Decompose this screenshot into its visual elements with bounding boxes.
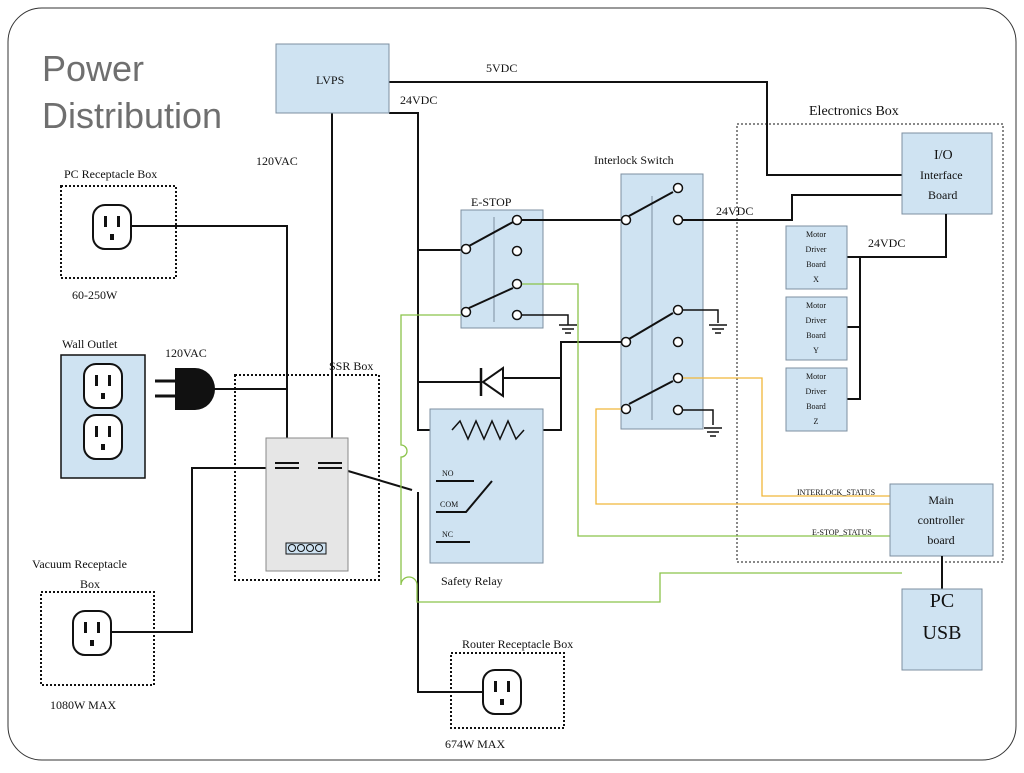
- wire-24vdc-estop: [389, 112, 463, 251]
- svg-text:Board: Board: [806, 331, 826, 340]
- ssr-box-outline: [234, 374, 380, 581]
- relay-no-label: NO: [442, 469, 454, 478]
- svg-text:Board: Board: [806, 402, 826, 411]
- svg-text:Motor: Motor: [806, 230, 826, 239]
- receptacle-icon: [83, 363, 123, 409]
- safety-relay-label: Safety Relay: [441, 574, 503, 588]
- io-label-1: I/O: [934, 148, 953, 163]
- receptacle-icon: [72, 610, 112, 656]
- pc-receptacle-label: PC Receptacle Box: [64, 167, 157, 181]
- receptacle-icon: [92, 204, 132, 250]
- io-label-3: Board: [928, 188, 957, 202]
- main-controller-box: [889, 483, 994, 557]
- label-24vdc-lvps: 24VDC: [400, 93, 437, 107]
- label-5vdc: 5VDC: [486, 61, 517, 75]
- label-120vac-lvps: 120VAC: [256, 154, 298, 168]
- label-24vdc-motors: 24VDC: [868, 236, 905, 250]
- ssr-box-label: SSR Box: [329, 359, 373, 373]
- svg-text:controller: controller: [918, 513, 965, 527]
- wall-outlet-label: Wall Outlet: [62, 337, 118, 351]
- pc-usb-box: [901, 588, 983, 671]
- router-receptacle-box: [450, 652, 565, 729]
- usb-label: USB: [923, 622, 962, 644]
- ssr-indicator: [285, 542, 327, 555]
- slide-frame: [7, 7, 1017, 761]
- motor-driver-z: [785, 367, 848, 432]
- wire-24vdc-io: [683, 194, 902, 221]
- estop-box: [460, 209, 544, 329]
- pc-power-label: 60-250W: [72, 288, 118, 302]
- estop-status-label: E-STOP_STATUS: [812, 528, 872, 537]
- lvps-box: [275, 43, 390, 114]
- wire-pc-ssr: [132, 225, 288, 463]
- motor-driver-x: [785, 225, 848, 290]
- svg-text:Main: Main: [928, 493, 953, 507]
- electronics-box-label: Electronics Box: [809, 104, 899, 119]
- vacuum-label-2: Box: [80, 577, 100, 591]
- wire-5vdc: [389, 81, 902, 176]
- svg-text:Driver: Driver: [806, 245, 827, 254]
- wire-interlock-status-2: [595, 408, 902, 505]
- svg-text:Motor: Motor: [806, 301, 826, 310]
- svg-text:Motor: Motor: [806, 372, 826, 381]
- relay-com-label: COM: [440, 500, 458, 509]
- io-label-2: Interface: [920, 168, 963, 182]
- vacuum-receptacle-box: [40, 591, 155, 686]
- wire-24vdc-relay: [417, 250, 455, 431]
- svg-text:Board: Board: [806, 260, 826, 269]
- wire-estop-green-loop: [400, 314, 902, 603]
- ground-icon: [558, 324, 578, 334]
- wire-estop-status: [522, 283, 902, 537]
- wire-vacuum: [112, 467, 281, 633]
- receptacle-icon: [83, 414, 123, 460]
- electronics-box-outline: [736, 123, 1004, 563]
- interlock-label: Interlock Switch: [594, 153, 674, 167]
- label-24vdc-interlock: 24VDC: [716, 204, 753, 218]
- wire-interlock-status: [683, 377, 902, 497]
- title-line-2: Distribution: [42, 95, 222, 136]
- interlock-status-label: INTERLOCK_STATUS: [797, 488, 875, 497]
- svg-text:Driver: Driver: [806, 387, 827, 396]
- plug-voltage-label: 120VAC: [165, 346, 207, 360]
- wire-ssr-relay: [337, 467, 413, 491]
- vacuum-power-label: 1080W MAX: [50, 698, 116, 712]
- diode-icon: [479, 366, 504, 398]
- pc-receptacle-box: [60, 185, 177, 279]
- wire-router: [417, 492, 482, 693]
- svg-text:board: board: [927, 533, 954, 547]
- coil-icon: [451, 419, 525, 441]
- switch-icon: [468, 221, 514, 309]
- ground-icon: [703, 427, 723, 437]
- router-receptacle-label: Router Receptacle Box: [462, 637, 573, 651]
- wire-motor-bus: [847, 257, 861, 400]
- pc-label: PC: [930, 590, 954, 612]
- router-power-label: 674W MAX: [445, 737, 505, 751]
- ssr-module: [265, 437, 349, 572]
- lvps-label: LVPS: [316, 73, 344, 87]
- switch-icon: [628, 191, 674, 405]
- svg-text:Z: Z: [814, 417, 819, 426]
- relay-contacts: [436, 480, 493, 543]
- receptacle-icon: [482, 669, 522, 715]
- interlock-switch-box: [620, 173, 704, 430]
- io-board-box: [901, 132, 993, 215]
- title-line-1: Power: [42, 48, 144, 89]
- relay-nc-label: NC: [442, 530, 453, 539]
- plug-icon: [155, 368, 215, 410]
- svg-text:X: X: [813, 275, 819, 284]
- vacuum-label-1: Vacuum Receptacle: [32, 557, 127, 571]
- motor-driver-y: [785, 296, 848, 361]
- ground-icon: [708, 324, 728, 334]
- svg-text:Driver: Driver: [806, 316, 827, 325]
- svg-text:Y: Y: [813, 346, 819, 355]
- estop-label: E-STOP: [471, 195, 512, 209]
